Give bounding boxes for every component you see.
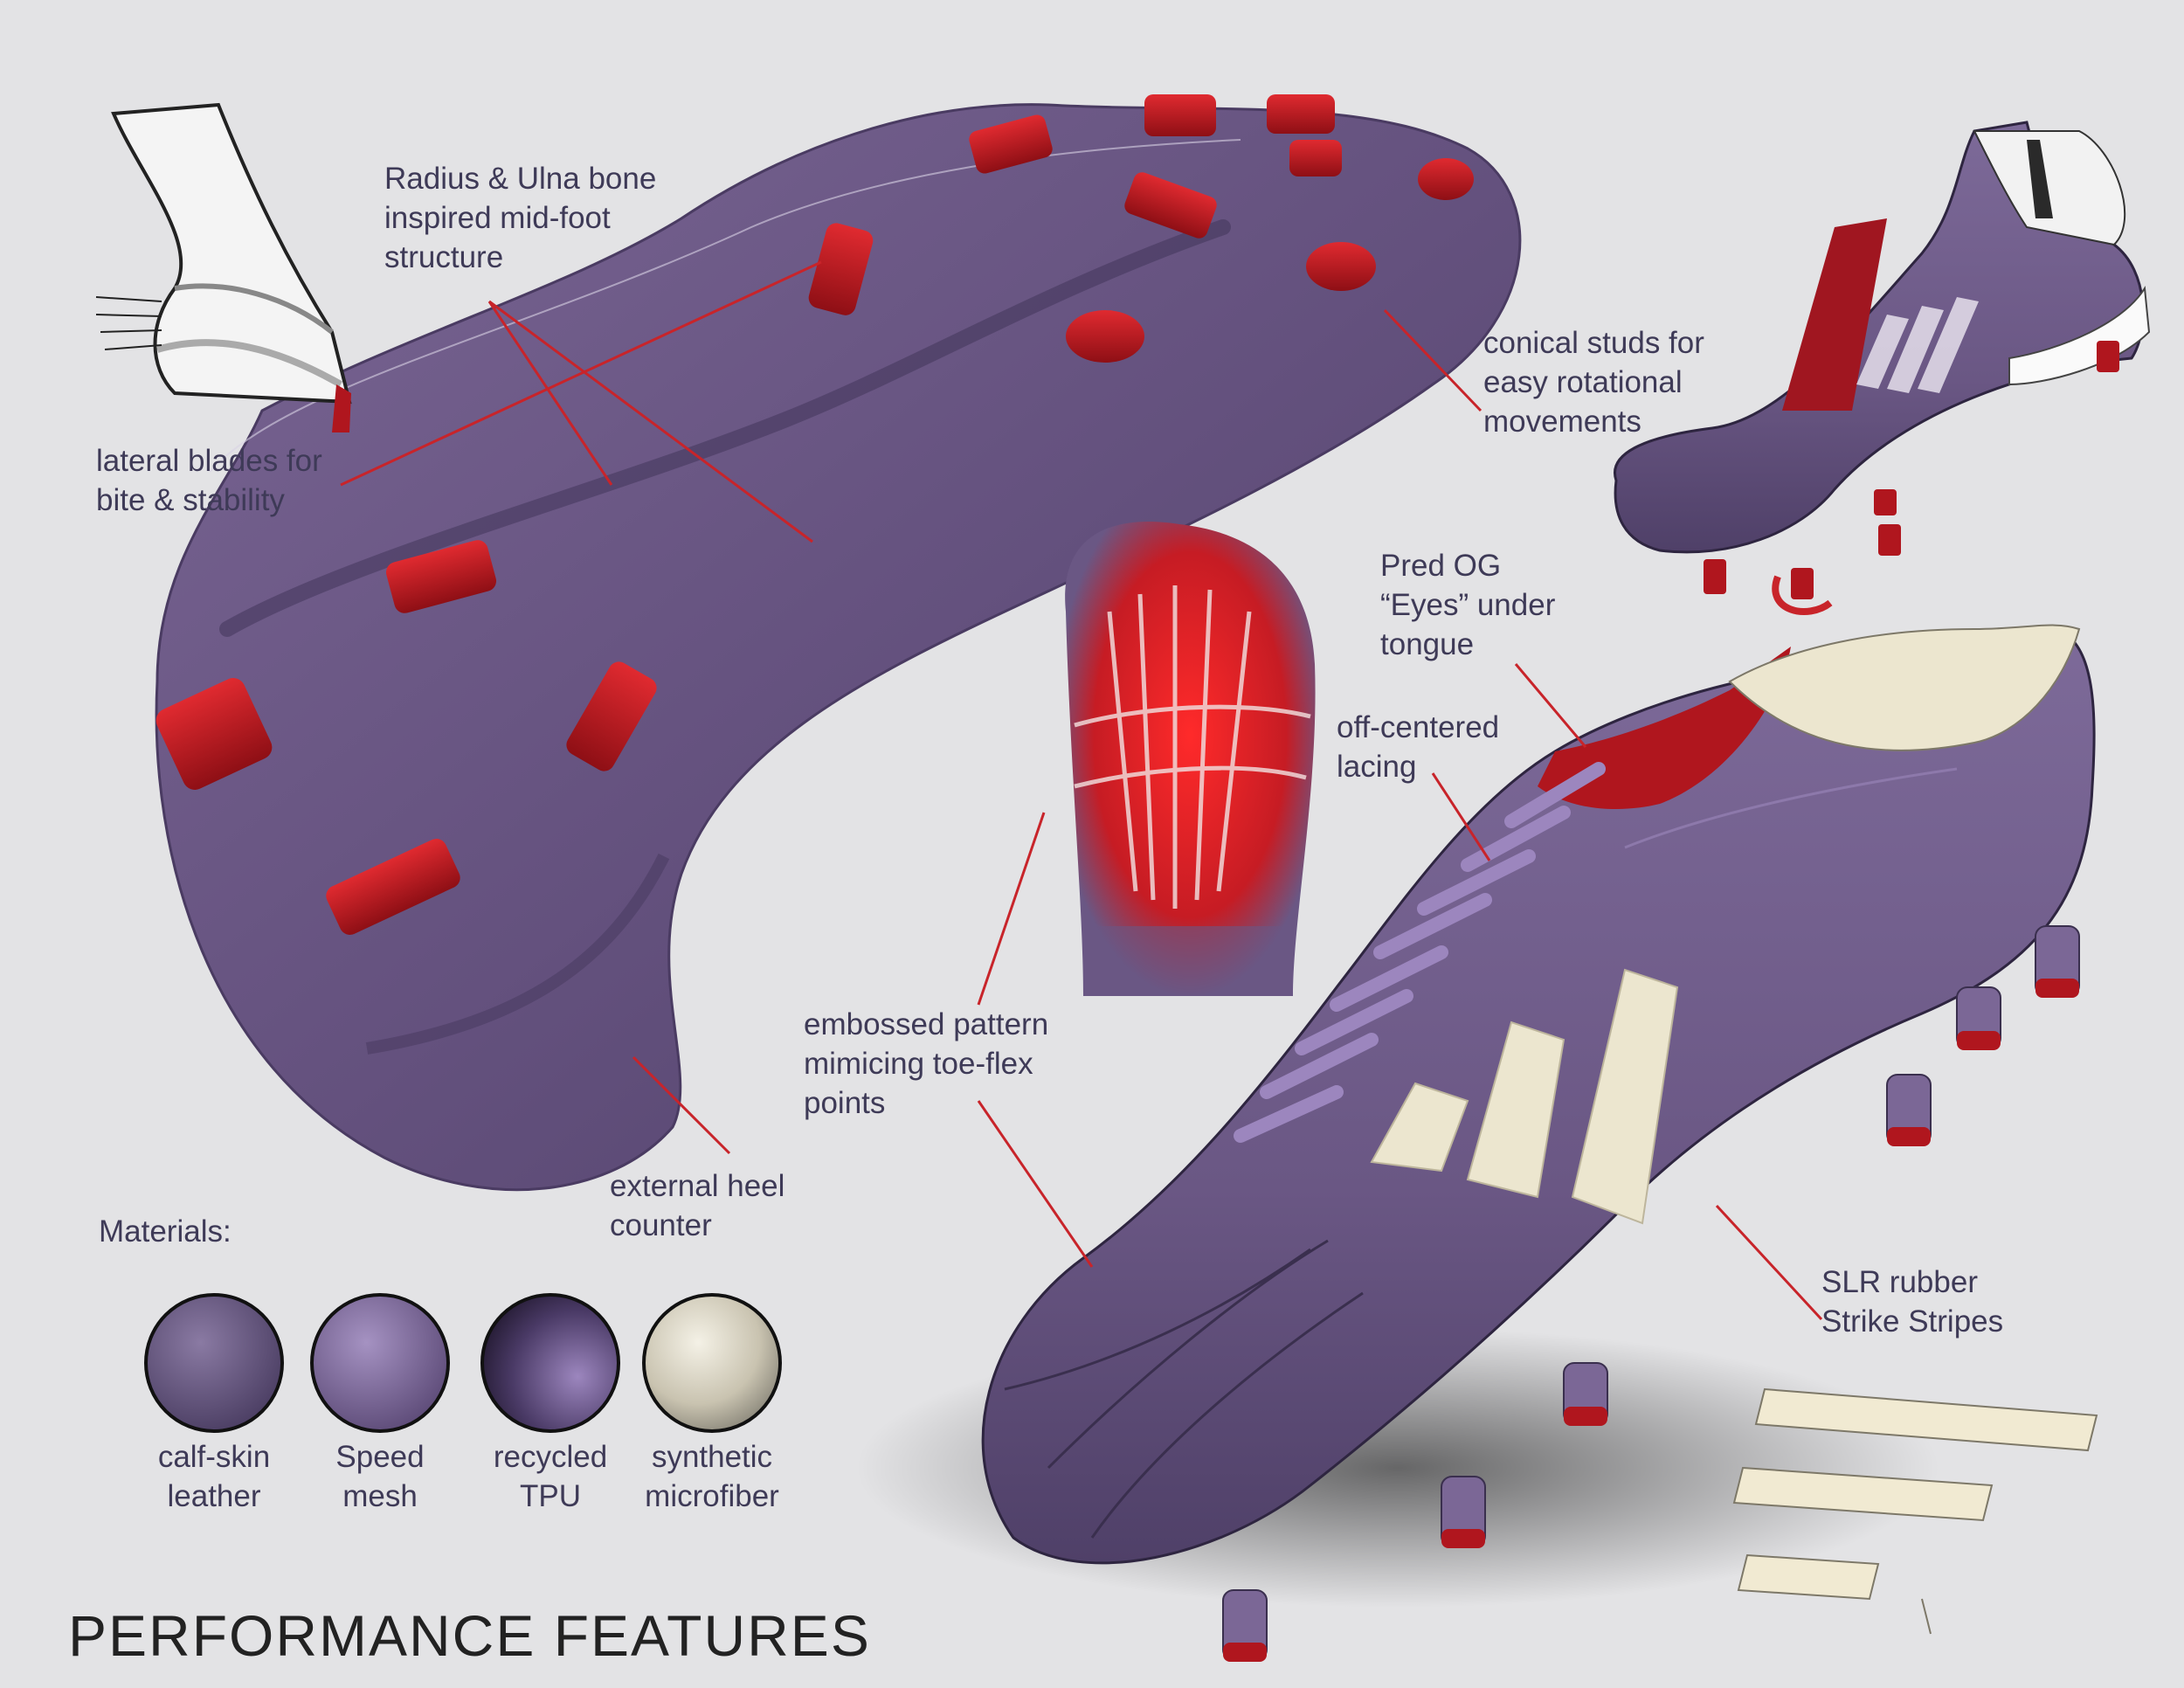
annotation-slr-rubber: SLR rubber Strike Stripes	[1821, 1265, 2004, 1339]
soleplate-illustration	[155, 94, 1522, 1192]
strike-stripes-exploded	[1732, 1387, 2098, 1635]
synthetic-microfiber-swatch	[642, 1293, 782, 1433]
recycled-tpu-swatch	[480, 1293, 620, 1433]
material-label-speed-mesh: Speed mesh	[335, 1440, 425, 1513]
boot-side-view-sketch	[1614, 121, 2151, 615]
page-title: PERFORMANCE FEATURES	[68, 1603, 871, 1669]
lateral-blade-sketch	[95, 102, 352, 432]
annotation-heel-counter: external heel counter	[610, 1169, 785, 1242]
calf-skin-leather-swatch	[144, 1293, 284, 1433]
annotation-lateral-blades: lateral blades for bite & stability	[96, 444, 322, 517]
annotation-off-centered-lacing: off-centered lacing	[1337, 710, 1500, 784]
materials-heading: Materials:	[99, 1214, 232, 1249]
material-swatches	[144, 1293, 782, 1433]
annotation-pred-eyes: Pred OG “Eyes” under tongue	[1380, 549, 1556, 661]
soleplate-studs	[156, 94, 1474, 935]
rotation-arrow-icon	[1772, 575, 1833, 615]
toe-flex-skeleton-closeup	[1065, 521, 1316, 996]
annotation-conical-studs: conical studs for easy rotational moveme…	[1483, 326, 1704, 439]
material-label-synthetic-microfiber: synthetic microfiber	[645, 1440, 779, 1513]
material-label-calf-skin: calf-skin leather	[157, 1440, 271, 1513]
leader-lines	[340, 260, 1823, 1321]
material-label-recycled-tpu: recycled TPU	[493, 1440, 608, 1513]
annotation-embossed-pattern: embossed pattern mimicing toe-flex point…	[804, 1007, 1049, 1120]
annotation-radius-ulna: Radius & Ulna bone inspired mid-foot str…	[384, 162, 657, 274]
speed-mesh-swatch	[310, 1293, 450, 1433]
main-boot-illustration	[856, 624, 2096, 1662]
